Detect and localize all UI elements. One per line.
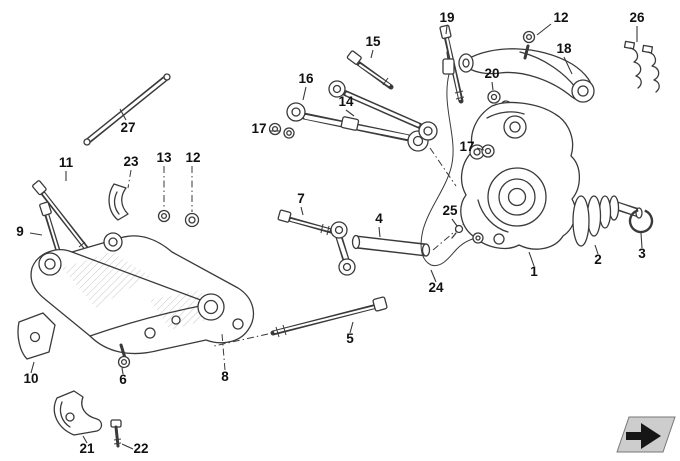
track-link-14	[328, 80, 438, 141]
callout-13: 13	[156, 150, 172, 165]
dogbone-link	[330, 221, 356, 276]
callout-8: 8	[221, 369, 229, 384]
callout-3: 3	[638, 246, 646, 261]
wheel-carrier-1	[460, 101, 581, 250]
callout-23: 23	[123, 154, 139, 169]
callout-9: 9	[16, 224, 24, 239]
bracket-23	[108, 183, 129, 221]
bolt-5	[213, 296, 388, 347]
callout-6: 6	[119, 372, 127, 387]
callout-16: 16	[298, 71, 314, 86]
washer-12-left	[184, 212, 200, 228]
callout-2: 2	[594, 252, 602, 267]
abs-sensor-cable-24	[420, 51, 484, 267]
nut-12-top	[522, 30, 536, 44]
callout-26: 26	[629, 10, 645, 25]
arrow-logo	[616, 416, 676, 453]
callout-7: 7	[297, 191, 305, 206]
cable-clip-25	[451, 224, 464, 239]
callout-17-left: 17	[251, 121, 266, 136]
bushing-17-right	[481, 144, 495, 158]
washer-13	[157, 209, 171, 223]
callout-24: 24	[428, 280, 444, 295]
callout-27: 27	[120, 120, 135, 135]
callout-4: 4	[375, 211, 383, 226]
callout-19: 19	[439, 10, 454, 25]
callout-labels: 19 12 26 15 18 16 20 14 17 27 11 23 13 1…	[16, 10, 646, 456]
callout-17-right: 17	[459, 139, 474, 154]
bracket-21	[53, 390, 103, 436]
spacer-sleeve-4	[351, 221, 467, 257]
leader-lines	[29, 23, 643, 450]
bolt-15	[346, 50, 394, 90]
callout-25: 25	[442, 203, 458, 218]
callout-12-top: 12	[553, 10, 568, 25]
callout-12-left: 12	[185, 150, 200, 165]
callout-14: 14	[338, 94, 354, 109]
callout-22: 22	[133, 441, 148, 456]
callout-21: 21	[79, 441, 95, 456]
bolt-22	[110, 419, 122, 448]
callout-11: 11	[59, 155, 74, 170]
callout-20: 20	[484, 66, 499, 81]
nut-6	[117, 343, 131, 369]
bolt-11	[32, 180, 93, 256]
stabilizer-rod-27	[83, 73, 171, 146]
bracket-10	[17, 312, 56, 360]
upper-control-arm-18	[458, 44, 595, 103]
retainer-clips-26	[623, 40, 660, 93]
callout-10: 10	[23, 371, 38, 386]
callout-1: 1	[530, 264, 538, 279]
camber-link-16	[286, 102, 457, 187]
bushings-17-left	[268, 122, 295, 139]
callout-5: 5	[346, 331, 354, 346]
lower-control-arm-8	[30, 232, 255, 355]
bolt-7	[277, 209, 334, 236]
callout-15: 15	[365, 34, 381, 49]
cv-boot-2	[572, 195, 643, 247]
callout-18: 18	[556, 41, 572, 56]
